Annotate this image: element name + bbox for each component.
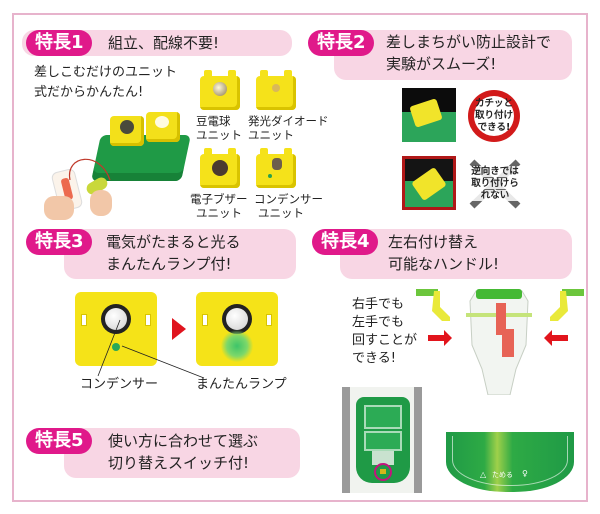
full-lamp-off-icon <box>112 343 120 351</box>
capacitor-label: コンデンサー <box>80 377 159 392</box>
feature-5-title-line-2: 切り替えスイッチ付! <box>108 454 250 472</box>
full-lamp-glow-icon <box>221 330 253 362</box>
correct-callout-line-1: カチッと <box>474 98 513 109</box>
feature-5-title-line-1: 使い方に合わせて選ぶ <box>108 432 259 450</box>
bulb-unit-label-2: ユニット <box>196 128 242 142</box>
capacitor-unit-charged <box>196 292 278 366</box>
correct-callout-line-3: できる! <box>477 122 511 133</box>
correct-callout-badge <box>468 90 520 142</box>
feature-4-title-line-1: 左右付け替え <box>388 233 479 251</box>
wrong-callout-line-1: 逆向きでは <box>466 166 524 177</box>
switch-location-photo <box>342 387 422 493</box>
buzzer-unit-label-1: 電子ブザー <box>190 192 248 206</box>
triangle-mark-icon: △ <box>480 470 487 479</box>
feature-1-description-line-2: 式だからかんたん! <box>34 85 144 100</box>
feature-2-title-line-1: 差しまちがい防止設計で <box>386 33 552 51</box>
buzzer-unit-icon <box>200 148 240 188</box>
feature-3-header-bg <box>64 229 296 279</box>
feature-4-title-line-2: 可能なハンドル! <box>388 255 500 273</box>
capacitor-unit-label-1: コンデンサー <box>254 192 323 206</box>
feature-1-badge: 特長1 <box>26 30 92 56</box>
feature-4-description-line-4: できる! <box>352 351 396 366</box>
feature-4-description-line-3: 回すことが <box>352 333 418 348</box>
correct-callout-line-2: 取り付け <box>474 110 513 121</box>
switch-panel-closeup: △ ためる ♀ <box>446 432 574 492</box>
led-unit-label-2: ユニット <box>248 128 294 142</box>
led-unit-icon <box>256 70 296 110</box>
feature-2-header-bg <box>334 30 572 80</box>
feature-4-description-line-2: 左手でも <box>352 315 405 330</box>
feature-4-header-bg <box>340 229 572 279</box>
bulb-unit-label-1: 豆電球 <box>196 114 231 128</box>
wrong-callout-line-3: れない <box>466 190 524 201</box>
capacitor-unit-icon <box>256 148 296 188</box>
full-lamp-label: まんたんランプ <box>196 377 287 392</box>
led-unit-label-1: 発光ダイオード <box>248 114 329 128</box>
switch-highlight-circle <box>374 463 392 481</box>
buzzer-unit-label-2: ユニット <box>196 206 242 220</box>
correct-orientation-photo <box>402 88 456 142</box>
feature-2-title-line-2: 実験がスムーズ! <box>386 55 497 73</box>
wire-icon <box>69 158 111 181</box>
capacitor-unit-empty <box>75 292 157 366</box>
wrong-callout-line-2: 取り付けら <box>466 178 524 189</box>
feature-3-badge: 特長3 <box>26 229 92 255</box>
wrong-orientation-photo <box>402 156 456 210</box>
feature-3-title-line-2: まんたんランプ付! <box>106 255 232 273</box>
transition-arrow-icon <box>172 318 186 340</box>
bulb-mark-icon: ♀ <box>522 469 528 478</box>
handle-swap-illustration <box>416 289 584 395</box>
feature-4-description-line-1: 右手でも <box>352 297 405 312</box>
bulb-unit-icon <box>200 70 240 110</box>
feature-3-title-line-1: 電気がたまると光る <box>106 233 241 251</box>
feature-1-description-line-1: 差しこむだけのユニット <box>34 65 178 80</box>
capacitor-unit-label-2: ユニット <box>258 206 304 220</box>
feature-2-badge: 特長2 <box>308 30 374 56</box>
switch-label: ためる <box>492 471 513 479</box>
feature-4-badge: 特長4 <box>312 229 378 255</box>
feature-5-header-bg <box>64 428 300 478</box>
leader-lines <box>97 319 205 379</box>
feature-1-title: 組立、配線不要! <box>108 34 220 52</box>
feature-5-badge: 特長5 <box>26 428 92 454</box>
